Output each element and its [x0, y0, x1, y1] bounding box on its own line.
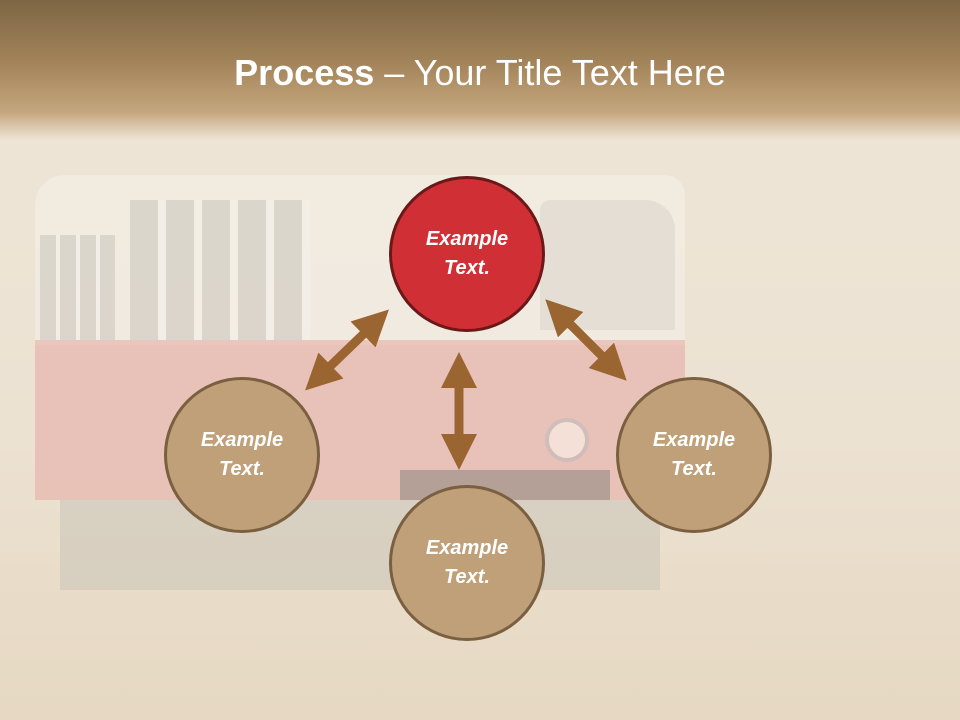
title-rest: – Your Title Text Here — [374, 52, 726, 93]
node-label: Example Text. — [425, 228, 509, 279]
process-node-right[interactable]: Example Text. — [616, 377, 772, 533]
process-node-top[interactable]: Example Text. — [389, 176, 545, 332]
node-label: Example Text. — [652, 429, 736, 480]
arrow-left — [305, 309, 389, 391]
title-bold: Process — [234, 52, 375, 93]
arrow-right — [545, 299, 627, 381]
node-label: Example Text. — [200, 429, 284, 480]
slide-title: Process – Your Title Text Here — [0, 52, 960, 94]
process-node-bottom[interactable]: Example Text. — [389, 485, 545, 641]
process-node-left[interactable]: Example Text. — [164, 377, 320, 533]
header-band — [0, 0, 960, 140]
node-label: Example Text. — [425, 537, 509, 588]
